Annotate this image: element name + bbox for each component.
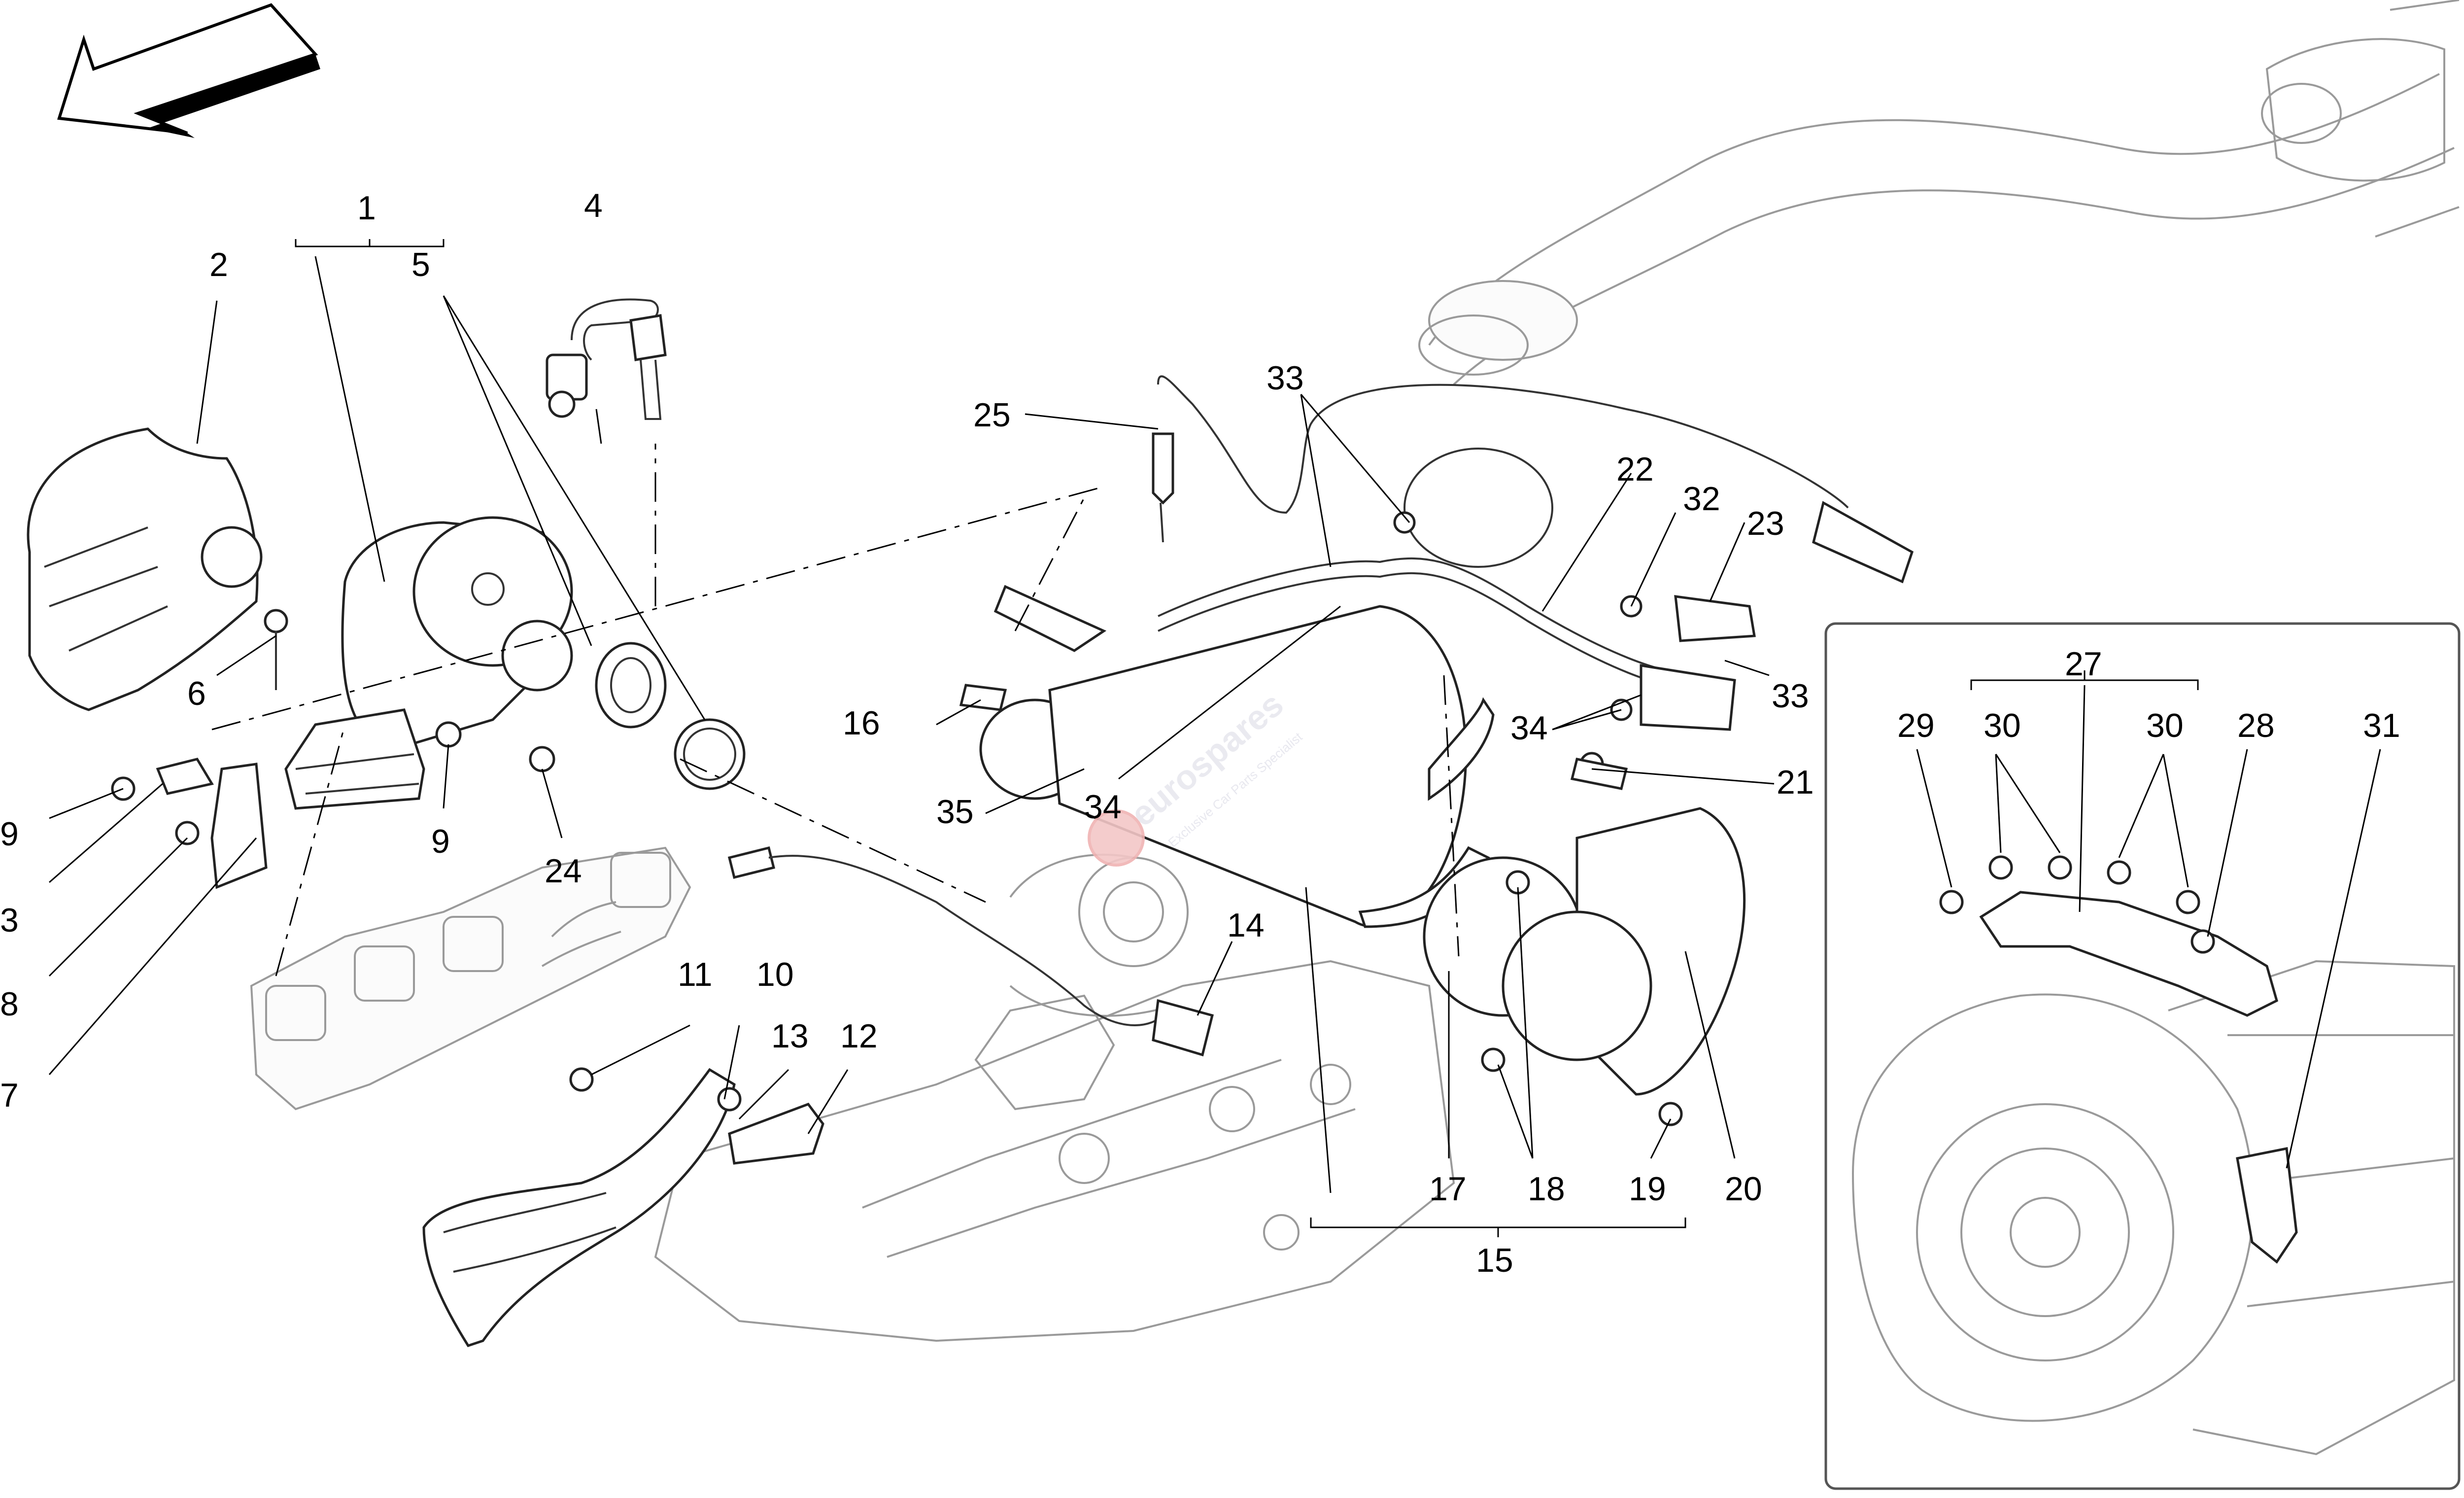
callout-labels: 1 2 3 4 5 6 7 8 9 9 10 11 12 13 14 15 16… [0,187,2400,1279]
front-direction-arrow-icon [57,3,320,138]
clamp-gasket-5 [595,642,746,790]
callout-1: 1 [357,189,376,227]
callout-4: 4 [584,187,603,224]
nox-sensor-14 [727,846,1214,1057]
callout-16: 16 [843,704,880,742]
callout-2: 2 [209,246,228,283]
callout-34-right: 34 [1510,709,1548,747]
callout-6: 6 [187,675,206,712]
callout-35: 35 [936,793,974,831]
oxygen-sensor-4 [546,298,667,420]
callout-22: 22 [1616,451,1654,488]
callout-24: 24 [545,852,582,890]
callout-14: 14 [1227,906,1265,944]
callout-34-center: 34 [1084,788,1122,826]
callout-12: 12 [840,1017,878,1055]
callout-32: 32 [1683,480,1720,518]
leader-lines [48,239,2381,1237]
callout-17: 17 [1429,1170,1467,1208]
callout-18: 18 [1528,1170,1565,1208]
inset-transmission-panel [1824,622,2461,1490]
small-brackets [111,609,555,889]
callout-10: 10 [756,956,794,993]
callout-15: 15 [1476,1242,1513,1279]
callout-7: 7 [0,1077,19,1114]
catalytic-converter-1 [284,516,573,810]
pressure-pipe-22 [1158,557,1756,731]
alignment-lines [211,444,1460,976]
heat-shield-10 [422,1067,824,1347]
callout-13: 13 [771,1017,809,1055]
callout-20: 20 [1725,1170,1762,1208]
callout-23: 23 [1747,505,1784,542]
callout-30-right: 30 [2146,707,2184,744]
callout-31: 31 [2363,707,2400,744]
callout-28: 28 [2237,707,2275,744]
callout-33-right: 33 [1772,677,1809,715]
callout-30-left: 30 [1984,707,2021,744]
callout-3: 3 [0,902,19,939]
callout-19: 19 [1629,1170,1666,1208]
heat-shield-2 [27,427,263,711]
exhaust-temp-sensor-25 [1152,375,1914,584]
callout-9-left: 9 [0,815,19,853]
callout-5: 5 [411,246,430,283]
wheel-logo-icon [1088,809,1145,867]
callout-21: 21 [1777,764,1814,801]
callout-8: 8 [0,985,19,1023]
callout-27: 27 [2065,645,2102,683]
callout-11: 11 [678,956,713,993]
callout-33-top: 33 [1266,359,1304,397]
engine-block [654,853,1455,1342]
rear-exhaust-pipe [1418,0,2460,385]
exhaust-manifold [250,846,691,1111]
callout-29: 29 [1897,707,1935,744]
callout-25: 25 [973,396,1011,434]
callout-9-center: 9 [431,823,450,860]
